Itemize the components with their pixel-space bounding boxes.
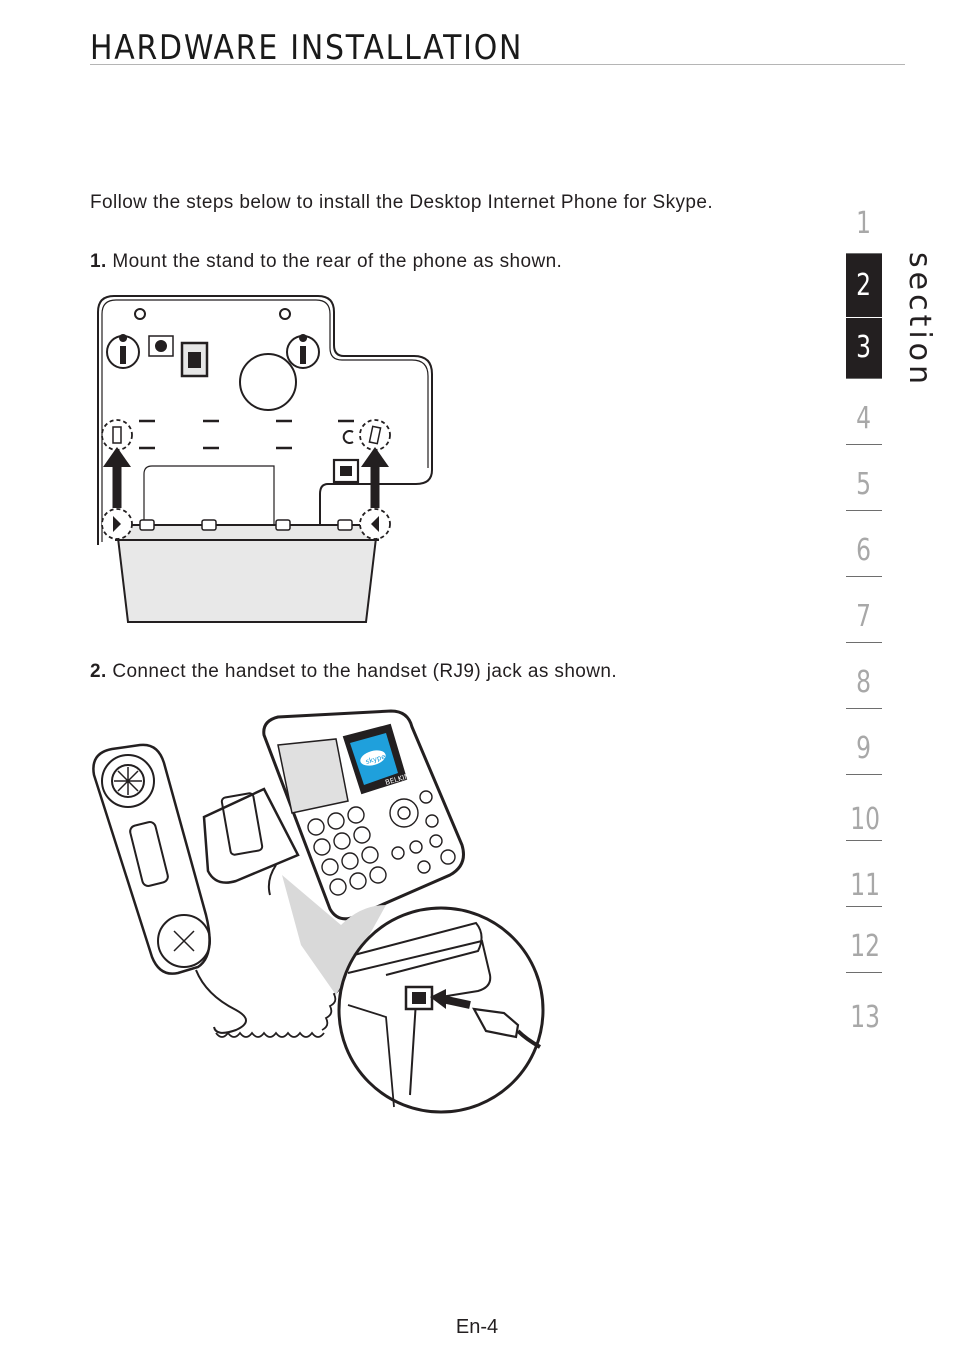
step-2-number: 2. xyxy=(90,661,107,682)
step-1-number: 1. xyxy=(90,251,107,272)
stand-mount-illustration xyxy=(97,295,433,623)
section-tab-11[interactable]: 11 xyxy=(846,841,882,907)
section-tab-12[interactable]: 12 xyxy=(846,907,882,973)
step-2-text: Connect the handset to the handset (RJ9)… xyxy=(112,661,618,682)
title-divider xyxy=(90,64,905,65)
section-tab-8[interactable]: 8 xyxy=(846,643,882,709)
section-tab-3[interactable]: 3 xyxy=(846,318,882,379)
page-title: HARDWARE INSTALLATION xyxy=(90,28,524,68)
step-1-text: Mount the stand to the rear of the phone… xyxy=(112,251,563,272)
handset-connection-illustration: BELKIN skype xyxy=(92,709,545,1114)
section-tab-6[interactable]: 6 xyxy=(846,511,882,577)
section-tab-9[interactable]: 9 xyxy=(846,709,882,775)
section-tab-5[interactable]: 5 xyxy=(846,445,882,511)
step-1: 1. Mount the stand to the rear of the ph… xyxy=(90,249,750,274)
section-tab-1[interactable]: 1 xyxy=(846,195,882,254)
section-label: section xyxy=(902,252,937,389)
section-navigation: 1 2 3 4 5 6 7 8 9 10 11 12 13 xyxy=(846,195,882,1038)
section-tab-7[interactable]: 7 xyxy=(846,577,882,643)
section-tab-2[interactable]: 2 xyxy=(846,254,882,318)
section-tab-4[interactable]: 4 xyxy=(846,379,882,445)
intro-paragraph: Follow the steps below to install the De… xyxy=(90,192,714,213)
page-number: En-4 xyxy=(455,1316,499,1338)
section-tab-10[interactable]: 10 xyxy=(846,775,882,841)
step-2: 2. Connect the handset to the handset (R… xyxy=(90,659,750,684)
section-tab-13[interactable]: 13 xyxy=(850,1000,880,1035)
